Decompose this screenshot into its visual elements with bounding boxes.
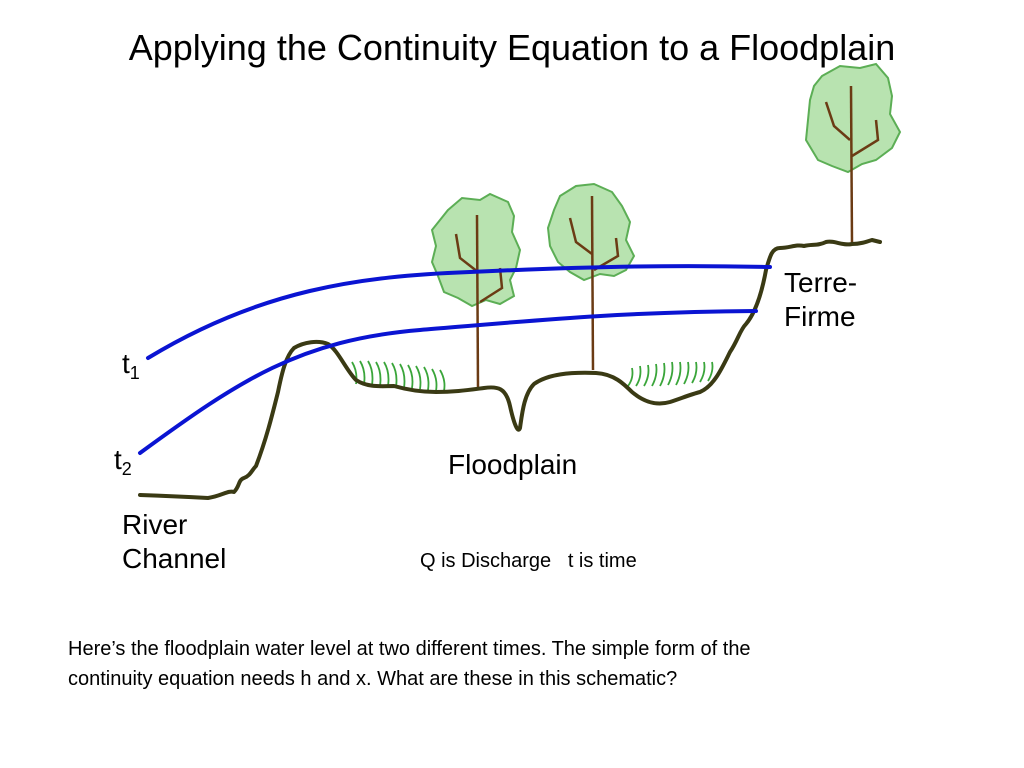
tree-middle [546, 182, 636, 371]
label-floodplain: Floodplain [448, 449, 578, 480]
grass-right [627, 361, 714, 387]
page-title: Applying the Continuity Equation to a Fl… [128, 27, 896, 68]
tree-right-branch-a [824, 101, 851, 141]
legend-text: Q is Discharge t is time [420, 550, 637, 572]
caption: Here’s the floodplain water level at two… [68, 634, 968, 694]
tree-middle-trunk [590, 195, 595, 371]
tree-left-branch-a [454, 233, 479, 273]
water-level-t2 [138, 309, 758, 455]
label-terre-firme: Terre- Firme [784, 267, 858, 332]
tree-left [430, 192, 522, 389]
label-river-channel: River Channel [122, 509, 227, 574]
tree-right [804, 62, 902, 245]
caption-line-1: Here’s the floodplain water level at two… [68, 638, 751, 660]
tree-middle-branch-b [593, 237, 620, 272]
water-level-t1 [146, 264, 772, 360]
ground-profile [138, 238, 882, 500]
grass-left [351, 360, 446, 392]
tree-middle-branch-a [568, 217, 593, 255]
caption-line-2: continuity equation needs h and x. What … [68, 668, 678, 690]
tree-right-trunk [849, 85, 854, 245]
tree-left-trunk [475, 214, 480, 389]
label-t2: t2 [114, 444, 132, 479]
label-t1: t1 [122, 348, 140, 383]
tree-left-branch-b [479, 267, 504, 304]
tree-right-branch-b [851, 119, 880, 158]
tree-right-canopy [804, 62, 902, 174]
